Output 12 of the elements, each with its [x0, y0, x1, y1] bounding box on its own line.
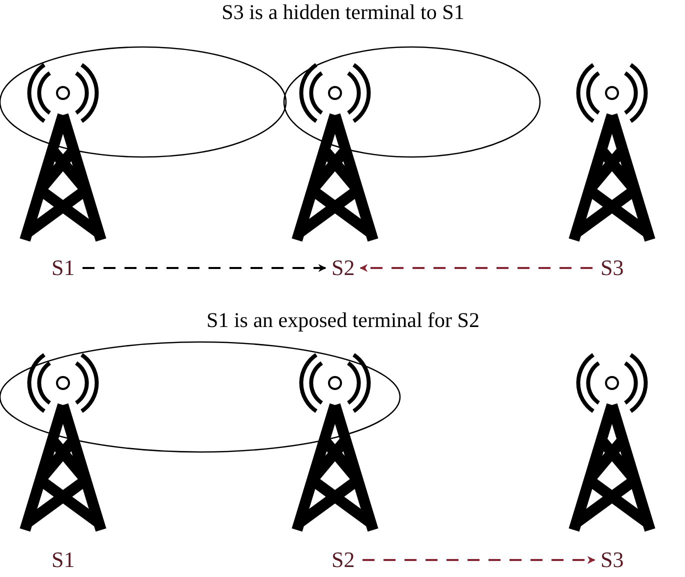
station-label: S2: [332, 255, 355, 281]
station-label: S3: [600, 255, 624, 281]
station-label: S3: [600, 547, 624, 573]
arrow: [362, 556, 596, 564]
arrow: [360, 264, 592, 272]
coverage-ellipse: [283, 46, 541, 158]
station-label: S1: [52, 255, 75, 281]
arrow: [82, 264, 326, 272]
panel-heading: S3 is a hidden terminal to S1: [222, 0, 464, 25]
panel-heading: S1 is an exposed terminal for S2: [206, 308, 480, 333]
station-label: S1: [52, 547, 75, 573]
station-label: S2: [332, 547, 355, 573]
